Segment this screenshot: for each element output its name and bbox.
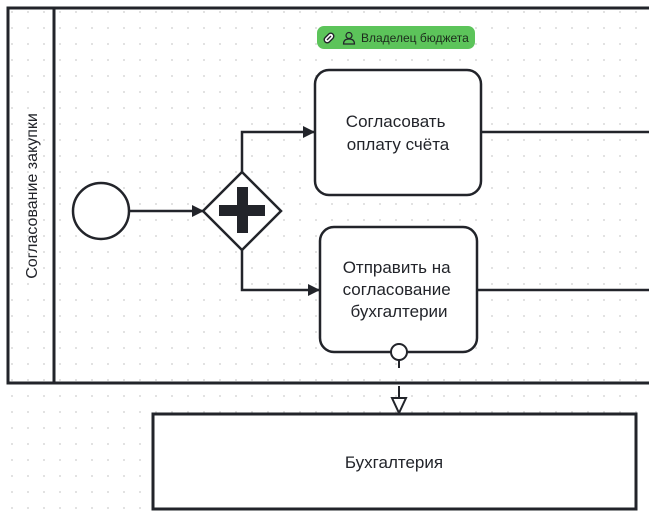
message-flow-to-accounting[interactable] [390, 343, 408, 416]
sequence-flow-gateway-to-task-approve[interactable] [240, 126, 315, 172]
task-approve-payment[interactable]: Согласовать оплату счёта [313, 68, 483, 197]
task-label-line: бухгалтерии [350, 302, 447, 321]
svg-text:Согласовать оплату счёта: Согласовать оплату счёта [346, 112, 450, 154]
task-label-line: Отправить на [343, 258, 451, 277]
task-label-line: согласование [343, 280, 451, 299]
role-badge-label: Владелец бюджета [361, 30, 469, 45]
pool-accounting[interactable]: Бухгалтерия [151, 412, 638, 511]
sequence-flow-gateway-to-task-send[interactable] [240, 250, 320, 296]
pool-accounting-label: Бухгалтерия [345, 453, 443, 472]
link-icon [321, 30, 337, 46]
pool-procurement-approval[interactable]: Согласование закупки [6, 6, 649, 385]
svg-text:Отправить на согласовани: Отправить на согласование бухгалтерии [343, 258, 456, 321]
role-badge[interactable]: Владелец бюджета [317, 26, 475, 49]
message-flow-arrow-icon [390, 397, 408, 416]
start-event[interactable] [71, 181, 131, 241]
plus-icon [219, 187, 265, 233]
task-send-to-accounting[interactable]: Отправить на согласование бухгалтерии [318, 225, 479, 354]
message-flow-source-circle [390, 343, 408, 361]
pool-label: Согласование закупки [24, 113, 41, 279]
user-icon [341, 30, 357, 46]
task-label-line: оплату счёта [347, 135, 450, 154]
task-label-line: Согласовать [346, 112, 446, 131]
